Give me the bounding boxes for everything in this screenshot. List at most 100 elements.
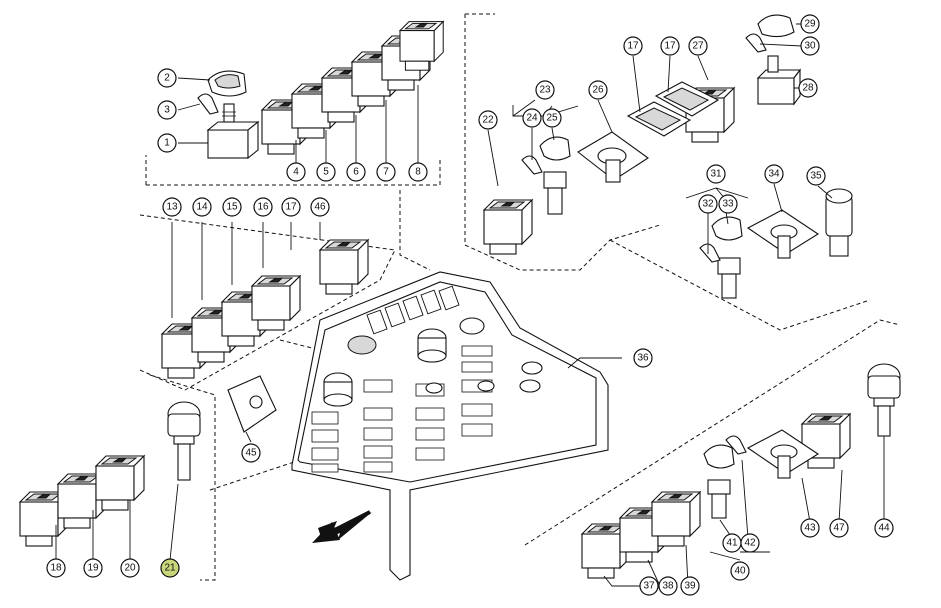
- rocker-switch: [398, 20, 445, 71]
- callout-22: 22: [478, 110, 498, 130]
- rocker-switch: [18, 490, 70, 547]
- callout-41: 41: [722, 533, 742, 553]
- callout-25: 25: [542, 108, 562, 128]
- callout-number: 17: [664, 41, 676, 52]
- callout-number: 27: [692, 41, 704, 52]
- callout-26: 26: [588, 80, 608, 100]
- callout-4: 4: [286, 162, 306, 182]
- callout-3: 3: [157, 100, 177, 120]
- rocker-switch: [250, 274, 302, 331]
- callout-number: 7: [383, 167, 389, 178]
- callout-36: 36: [633, 348, 653, 368]
- callout-number: 19: [87, 563, 99, 574]
- callout-number: 46: [314, 202, 326, 213]
- callout-number: 2: [164, 73, 170, 84]
- callout-number: 1: [164, 138, 170, 149]
- callout-2: 2: [157, 68, 177, 88]
- callout-number: 43: [804, 523, 816, 534]
- callout-18: 18: [46, 558, 66, 578]
- callout-42: 42: [740, 533, 760, 553]
- callout-number: 26: [592, 85, 604, 96]
- rocker-switch: [482, 198, 534, 255]
- callout-24: 24: [522, 108, 542, 128]
- callout-1: 1: [157, 133, 177, 153]
- callout-number: 24: [526, 113, 538, 124]
- callout-16: 16: [253, 197, 273, 217]
- callout-number: 29: [804, 19, 816, 30]
- callout-number: 3: [164, 105, 170, 116]
- callout-5: 5: [316, 162, 336, 182]
- callout-number: 30: [804, 41, 816, 52]
- callout-number: 45: [245, 448, 257, 459]
- callout-number: 17: [627, 41, 639, 52]
- callout-38: 38: [658, 576, 678, 596]
- callout-6: 6: [346, 162, 366, 182]
- callout-17b: 17: [623, 36, 643, 56]
- rocker-switch: [800, 412, 852, 469]
- callout-33: 33: [718, 194, 738, 214]
- callout-number: 13: [166, 202, 178, 213]
- callout-number: 6: [353, 167, 359, 178]
- callout-23: 23: [535, 80, 555, 100]
- callout-number: 22: [482, 115, 494, 126]
- callout-number: 31: [710, 169, 722, 180]
- callout-29: 29: [800, 14, 820, 34]
- control-console: [291, 271, 609, 581]
- callout-number: 32: [702, 199, 714, 210]
- callout-31: 31: [706, 164, 726, 184]
- callout-17a: 17: [281, 197, 301, 217]
- callout-number: 15: [226, 202, 238, 213]
- callout-13: 13: [162, 197, 182, 217]
- callout-43: 43: [800, 518, 820, 538]
- callout-number: 18: [50, 563, 62, 574]
- callout-34: 34: [764, 164, 784, 184]
- callout-number: 47: [833, 523, 845, 534]
- callout-number: 21: [164, 563, 176, 574]
- callout-20: 20: [120, 558, 140, 578]
- callout-number: 44: [878, 523, 890, 534]
- callout-number: 5: [323, 167, 329, 178]
- callout-46: 46: [310, 197, 330, 217]
- callout-44: 44: [874, 518, 894, 538]
- rocker-switch: [650, 490, 702, 547]
- switch-illustrations: [18, 20, 852, 579]
- callout-19: 19: [83, 558, 103, 578]
- callout-35: 35: [806, 166, 826, 186]
- callout-15: 15: [222, 197, 242, 217]
- callout-number: 38: [662, 581, 674, 592]
- callout-number: 42: [744, 538, 756, 549]
- callout-39: 39: [680, 576, 700, 596]
- callout-number: 34: [768, 169, 780, 180]
- callout-27: 27: [688, 36, 708, 56]
- callout-7: 7: [376, 162, 396, 182]
- callout-17c: 17: [660, 36, 680, 56]
- callout-number: 28: [802, 83, 814, 94]
- callout-14: 14: [192, 197, 212, 217]
- callout-number: 23: [539, 85, 551, 96]
- callout-45: 45: [241, 443, 261, 463]
- callout-number: 35: [810, 171, 822, 182]
- rocker-switch: [318, 238, 370, 295]
- callout-number: 39: [684, 581, 696, 592]
- group-boundaries: [139, 13, 901, 581]
- callout-number: 20: [124, 563, 136, 574]
- callout-number: 40: [734, 566, 746, 577]
- callout-number: 25: [546, 113, 558, 124]
- callout-number: 33: [722, 199, 734, 210]
- callout-8: 8: [408, 162, 428, 182]
- callout-number: 41: [726, 538, 738, 549]
- callout-number: 17: [285, 202, 297, 213]
- callout-28: 28: [798, 78, 818, 98]
- callout-number: 4: [293, 167, 299, 178]
- callout-40: 40: [730, 561, 750, 581]
- callout-number: 37: [643, 581, 655, 592]
- callout-37: 37: [639, 576, 659, 596]
- callout-number: 8: [415, 167, 421, 178]
- callout-number: 14: [196, 202, 208, 213]
- callout-47: 47: [829, 518, 849, 538]
- callout-number: 16: [257, 202, 269, 213]
- callout-32: 32: [698, 194, 718, 214]
- part-illustrations: [167, 14, 901, 519]
